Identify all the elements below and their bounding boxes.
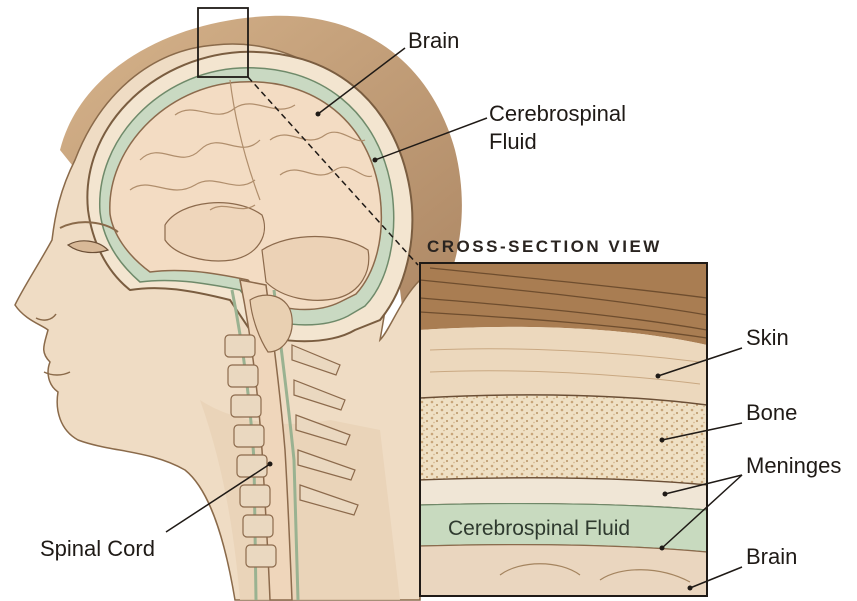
label-brain: Brain (408, 28, 459, 53)
label-csf-line2: Fluid (489, 129, 537, 154)
label-bone: Bone (746, 400, 797, 425)
cross-section-title: CROSS-SECTION VIEW (427, 237, 662, 256)
label-brain-layer: Brain (746, 544, 797, 569)
inset-skin (420, 327, 707, 405)
label-csf-layer: Cerebrospinal Fluid (448, 517, 630, 540)
label-meninges: Meninges (746, 453, 841, 478)
temporal-lobe (165, 203, 264, 261)
label-csf-line1: Cerebrospinal (489, 101, 626, 126)
cerebellum (262, 237, 369, 301)
label-spinal-cord: Spinal Cord (40, 536, 155, 561)
head-illustration (15, 16, 462, 600)
label-skin: Skin (746, 325, 789, 350)
